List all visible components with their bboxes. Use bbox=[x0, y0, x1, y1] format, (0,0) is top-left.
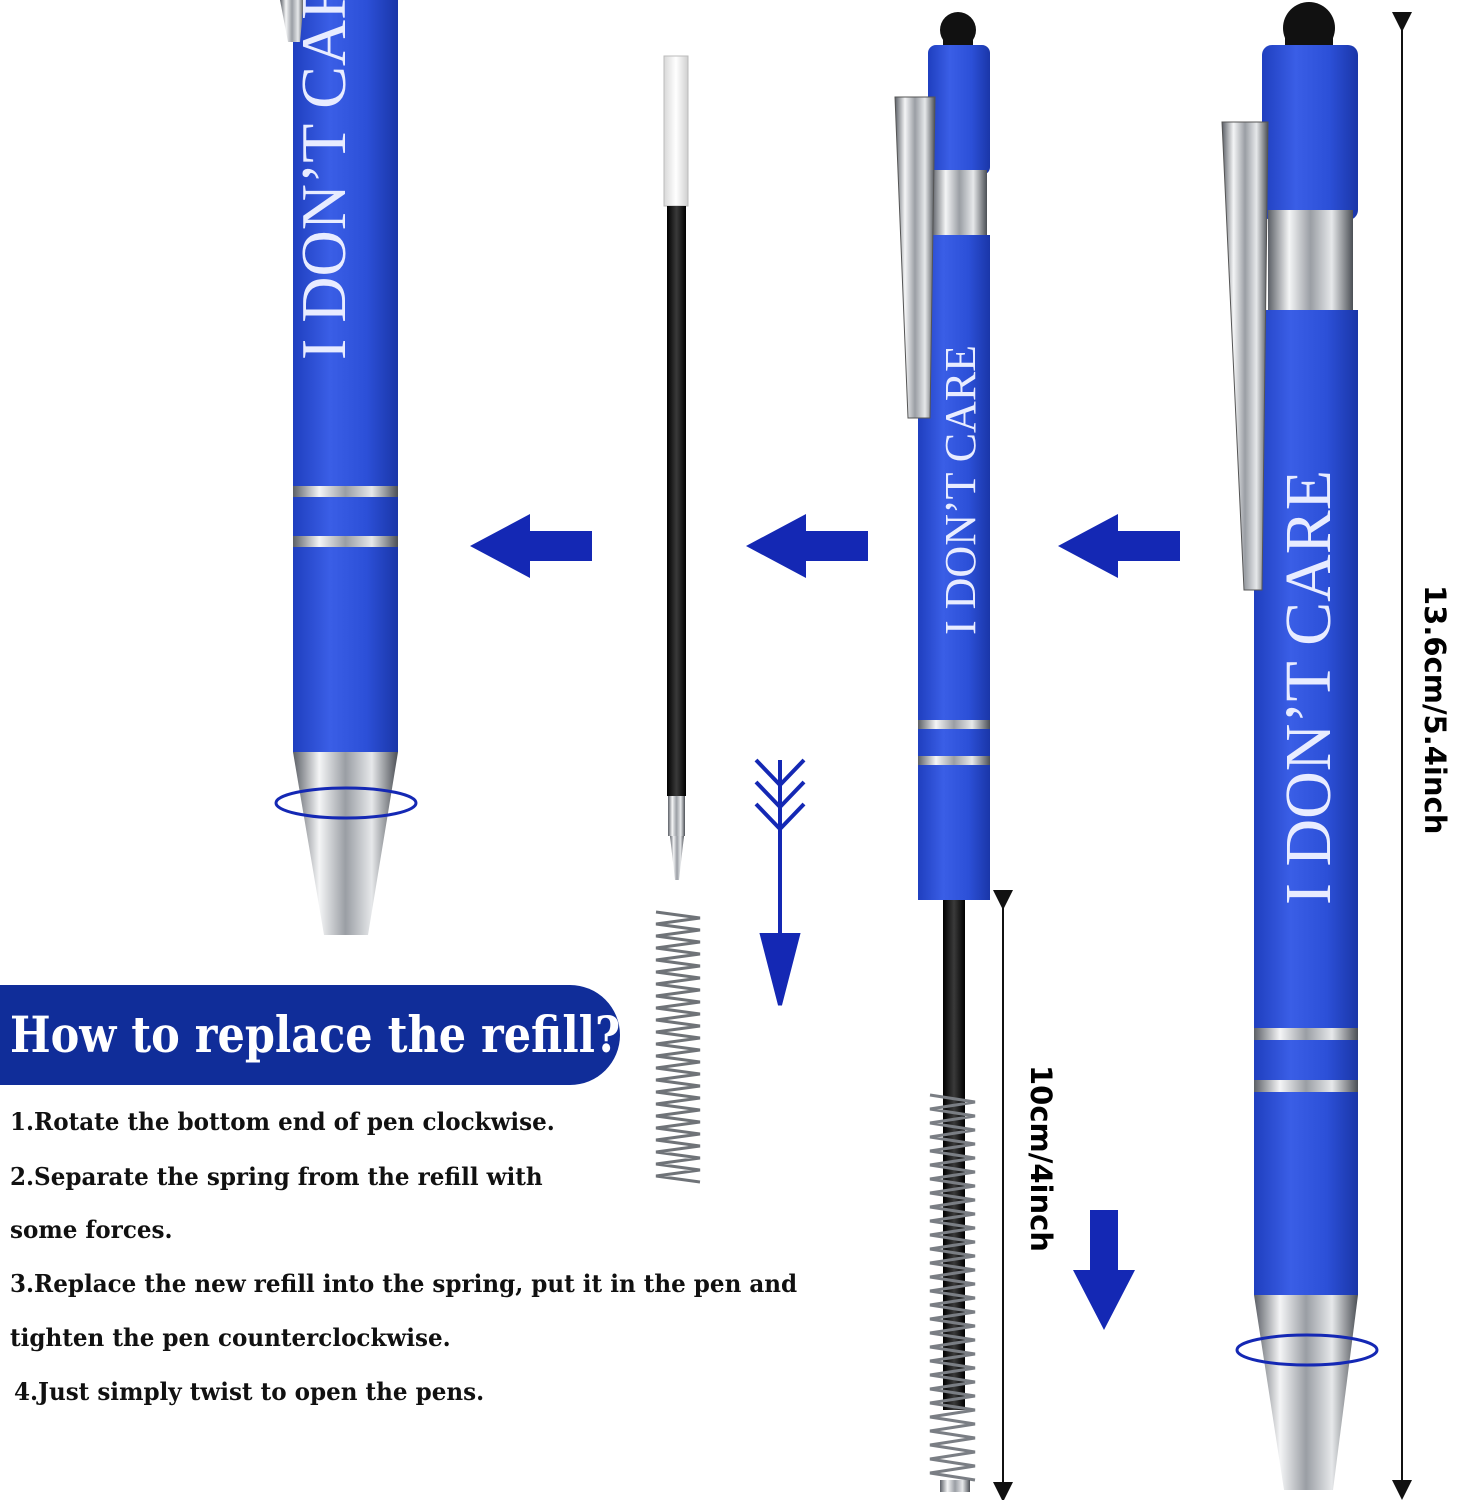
refill-assembly bbox=[663, 55, 689, 880]
pen-open: I DON’T CARE bbox=[894, 12, 990, 1492]
pen-ring bbox=[1254, 1080, 1358, 1092]
refill-tip-holder bbox=[668, 796, 685, 836]
pen-text: I DON’T CARE bbox=[936, 345, 985, 635]
spring-coil bbox=[655, 910, 701, 1184]
instruction-step-4: 4.Just simply twist to open the pens. bbox=[14, 1377, 485, 1406]
pen-cap bbox=[928, 45, 990, 175]
pen-ring bbox=[293, 486, 398, 497]
pen-text: I DON’T CARE bbox=[288, 0, 359, 360]
pen-ring bbox=[918, 756, 990, 765]
pen-clip bbox=[280, 0, 304, 42]
instruction-step-2: 2.Separate the spring from the refill wi… bbox=[10, 1162, 543, 1191]
pen-left: I DON’T CARE bbox=[274, 0, 418, 935]
pen-spring bbox=[929, 1093, 976, 1482]
pen-tip bbox=[293, 752, 398, 935]
pen-clip bbox=[894, 96, 936, 419]
pen-ring bbox=[932, 170, 987, 240]
arrow-down-icon bbox=[1073, 1210, 1135, 1330]
pen-right: I DON’T CARE bbox=[1221, 2, 1379, 1490]
refill-point bbox=[670, 836, 684, 880]
title-banner bbox=[0, 985, 620, 1085]
instruction-step-1: 1.Rotate the bottom end of pen clockwise… bbox=[10, 1107, 555, 1136]
pen-text: I DON’T CARE bbox=[1272, 470, 1345, 905]
instruction-step-2-continued: some forces. bbox=[10, 1215, 173, 1244]
page-title: How to replace the refill? bbox=[10, 1005, 621, 1064]
pen-ring bbox=[1254, 1028, 1358, 1040]
rotate-arrow-icon bbox=[1235, 1333, 1379, 1367]
pen-body bbox=[1254, 310, 1358, 1295]
pen-cap bbox=[1262, 45, 1358, 220]
pen-ring bbox=[293, 536, 398, 547]
instruction-step-3-continued: tighten the pen counterclockwise. bbox=[10, 1323, 451, 1352]
pen-ring bbox=[1268, 210, 1353, 320]
rotate-arrow-icon bbox=[274, 786, 418, 820]
arrow-left-icon bbox=[470, 514, 592, 578]
refill-ink-tube bbox=[667, 206, 686, 796]
pen-ring bbox=[918, 720, 990, 729]
arrow-left-icon bbox=[746, 514, 868, 578]
spare-spring bbox=[655, 910, 701, 1184]
pen-clip bbox=[1221, 121, 1269, 591]
pen-tip bbox=[1254, 1295, 1358, 1490]
refill-length-label: 10cm/4inch bbox=[1024, 1065, 1058, 1252]
arrow-left-icon bbox=[1058, 514, 1180, 578]
pen-length-label: 13.6cm/5.4inch bbox=[1418, 585, 1452, 835]
refill-tube bbox=[663, 55, 689, 207]
pen-body bbox=[293, 0, 398, 752]
instruction-step-3: 3.Replace the new refill into the spring… bbox=[10, 1269, 798, 1298]
separate-arrow-icon bbox=[754, 758, 806, 1006]
